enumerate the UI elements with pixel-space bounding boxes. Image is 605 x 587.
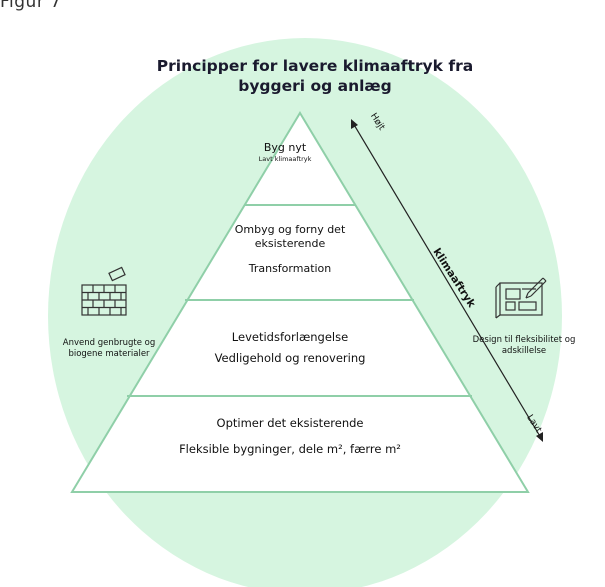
tier-1-sub: Lavt klimaaftryk (258, 155, 312, 163)
klimaaftryk-arrow (352, 122, 542, 439)
diagram-title: Principper for lavere klimaaftryk fra by… (156, 57, 474, 95)
tier-1-heading: Byg nyt (263, 141, 307, 154)
pyramid-shape (70, 111, 530, 493)
tier-4-heading: Optimer det eksisterende (216, 416, 364, 430)
tier-3-label: Levetidsforlængelse Vedligehold og renov… (190, 330, 390, 365)
left-panel-text: Anvend genbrugte og biogene materialer (62, 338, 156, 359)
blueprint-pencil-icon (495, 277, 547, 319)
tier-2-sub: Transformation (248, 262, 332, 275)
arrow-head-top (351, 119, 358, 129)
brick-wall-icon (81, 266, 127, 316)
tier-4-sub: Fleksible bygninger, dele m², færre m² (179, 442, 401, 456)
figure-label: Figur 7 (0, 0, 62, 12)
tier-1-label: Byg nyt Lavt klimaaftryk (230, 141, 340, 163)
tier-3-heading: Levetidsforlængelse (231, 330, 349, 344)
tier-2-label: Ombyg og forny det eksisterende Transfor… (215, 223, 365, 276)
right-panel-text: Design til fleksibilitet og adskillelse (472, 335, 576, 356)
tier-3-sub: Vedligehold og renovering (214, 351, 366, 365)
arrow-head-bottom (536, 432, 543, 442)
tier-2-heading: Ombyg og forny det eksisterende (234, 223, 346, 250)
tier-4-label: Optimer det eksisterende Fleksible bygni… (140, 416, 440, 456)
